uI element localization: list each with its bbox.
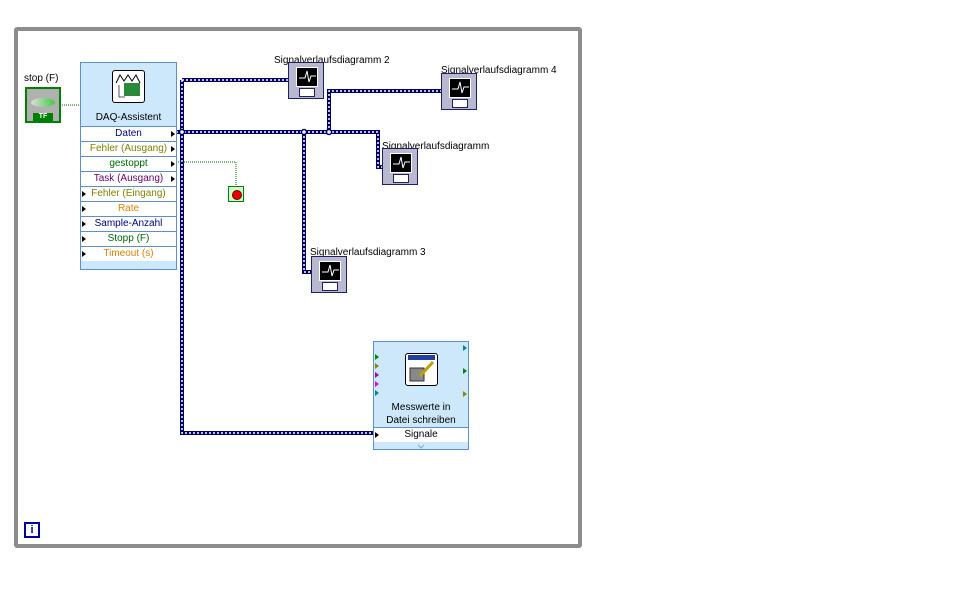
output-arrow-icon xyxy=(171,176,175,182)
writer-title-line1: Messwerte in xyxy=(391,402,451,413)
input-arrow-icon xyxy=(82,251,86,257)
input-terminal-icon[interactable] xyxy=(375,372,379,378)
stop-indicator[interactable] xyxy=(228,186,244,202)
waveform-chart-terminal-c4[interactable] xyxy=(441,73,477,110)
terminal-label: Rate xyxy=(117,203,140,214)
waveform-chart-icon xyxy=(390,153,412,173)
daq-terminal-stopp-f[interactable]: Stopp (F) xyxy=(81,231,176,246)
chart-label-c1: Signalverlaufsdiagramm xyxy=(382,141,490,152)
chart-label-c4: Signalverlaufsdiagramm 4 xyxy=(441,65,557,76)
daq-terminal-rate[interactable]: Rate xyxy=(81,201,176,216)
waveform-chart-icon xyxy=(296,67,318,87)
output-terminal-icon[interactable] xyxy=(463,345,467,351)
chart-legend-icon xyxy=(452,99,468,108)
daq-terminal-timeout-s[interactable]: Timeout (s) xyxy=(81,246,176,261)
daq-title: DAQ-Assistent xyxy=(95,112,162,123)
terminal-label: Timeout (s) xyxy=(103,248,154,259)
daq-terminal-fehler-ausgang[interactable]: Fehler (Ausgang) xyxy=(81,141,176,156)
daq-terminal-daten[interactable]: Daten xyxy=(81,126,176,141)
write-to-file-block[interactable]: Messwerte in Datei schreiben Signale xyxy=(373,341,469,450)
output-terminal-icon[interactable] xyxy=(463,368,467,374)
chart-legend-icon xyxy=(322,282,338,291)
waveform-chart-icon xyxy=(449,78,471,98)
output-arrow-icon xyxy=(171,131,175,137)
writer-input-signale[interactable]: Signale xyxy=(374,427,468,442)
input-arrow-icon xyxy=(82,236,86,242)
input-terminal-icon[interactable] xyxy=(375,354,379,360)
daq-terminal-fehler-eingang[interactable]: Fehler (Eingang) xyxy=(81,186,176,201)
output-terminal-icon[interactable] xyxy=(463,391,467,397)
chart-label-c3: Signalverlaufsdiagramm 3 xyxy=(310,247,426,258)
writer-title-line2: Datei schreiben xyxy=(386,415,456,426)
input-arrow-icon xyxy=(375,432,379,438)
terminal-label: Sample-Anzahl xyxy=(94,218,163,229)
write-file-icon xyxy=(405,353,438,386)
daq-terminal-gestoppt[interactable]: gestoppt xyxy=(81,156,176,171)
waveform-chart-terminal-c1[interactable] xyxy=(382,148,418,185)
input-arrow-icon xyxy=(82,191,86,197)
terminal-label: Fehler (Ausgang) xyxy=(89,143,168,154)
daq-terminal-task-ausgang[interactable]: Task (Ausgang) xyxy=(81,171,176,186)
output-arrow-icon xyxy=(171,146,175,152)
data-wire xyxy=(327,89,441,132)
waveform-chart-terminal-c2[interactable] xyxy=(288,62,324,99)
input-arrow-icon xyxy=(82,221,86,227)
led-icon xyxy=(232,190,242,200)
terminal-label: Task (Ausgang) xyxy=(93,173,164,184)
toggle-icon xyxy=(31,98,55,107)
input-terminal-icon[interactable] xyxy=(375,390,379,396)
stop-control-terminal[interactable]: TF xyxy=(25,87,61,123)
waveform-chart-terminal-c3[interactable] xyxy=(311,256,347,293)
input-terminal-icon[interactable] xyxy=(375,363,379,369)
chart-legend-icon xyxy=(299,88,315,97)
boolean-wire xyxy=(176,161,237,187)
info-icon[interactable]: i xyxy=(24,522,40,538)
terminal-label: Stopp (F) xyxy=(107,233,150,244)
chart-legend-icon xyxy=(393,174,409,183)
daq-terminal-sample-anzahl[interactable]: Sample-Anzahl xyxy=(81,216,176,231)
terminal-label: Daten xyxy=(115,128,142,139)
stop-control-label: stop (F) xyxy=(24,73,59,84)
chart-label-c2: Signalverlaufsdiagramm 2 xyxy=(274,55,390,66)
input-arrow-icon xyxy=(82,206,86,212)
terminal-label: gestoppt xyxy=(109,158,148,169)
daq-icon xyxy=(112,70,145,103)
output-arrow-icon xyxy=(171,161,175,167)
signale-label: Signale xyxy=(404,429,438,440)
terminal-label: Fehler (Eingang) xyxy=(91,188,166,199)
input-terminal-icon[interactable] xyxy=(375,381,379,387)
waveform-chart-icon xyxy=(319,261,341,281)
tf-badge: TF xyxy=(33,113,53,121)
expand-chevron-icon[interactable] xyxy=(374,442,468,449)
